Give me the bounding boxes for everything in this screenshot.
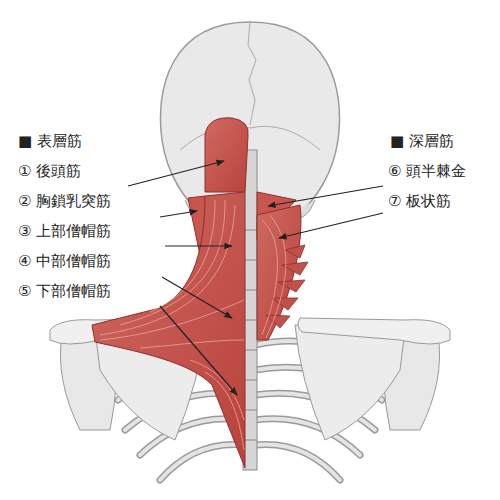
scapula	[295, 325, 405, 440]
leader-line	[128, 161, 383, 395]
occipitalis-muscle	[205, 118, 248, 192]
callout-label: ⑥ 頭半棘金	[388, 163, 466, 179]
suture	[180, 126, 320, 150]
layer-heading: ■ 深層筋	[390, 133, 454, 149]
callout-label: ⑤ 下部僧帽筋	[18, 283, 111, 299]
suture	[248, 22, 256, 125]
callout-label: ⑦ 板状筋	[388, 193, 451, 209]
splenius-muscle	[257, 205, 301, 340]
clavicle	[298, 318, 450, 344]
trapezius-muscle	[92, 192, 245, 468]
callout-label: ① 後頭筋	[18, 163, 81, 179]
layer-heading: ■ 表層筋	[18, 133, 82, 149]
callout-label: ② 胸鎖乳突筋	[18, 193, 111, 209]
muscle-fibers	[100, 200, 244, 450]
serratus-strips	[266, 245, 308, 328]
callout-label: ④ 中部僧帽筋	[18, 253, 111, 269]
callout-label: ③ 上部僧帽筋	[18, 223, 111, 239]
